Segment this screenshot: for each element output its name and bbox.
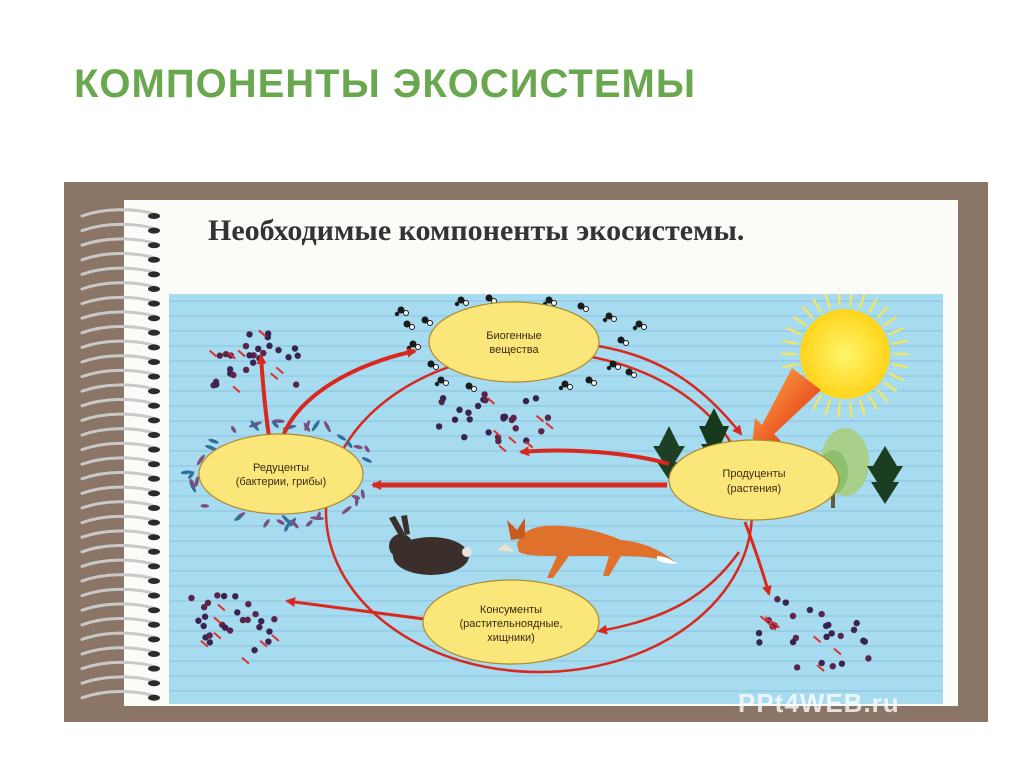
arrow-consumers-left	[285, 597, 425, 621]
arrow-producers-down	[743, 521, 772, 596]
node-decomposers: Редуценты (бактерии, грибы)	[198, 433, 364, 515]
watermark: PPt4WEB.ru	[738, 688, 900, 718]
molecule-icon	[394, 294, 647, 392]
rabbit-icon	[389, 515, 472, 575]
node-producers-line2: (растения)	[727, 483, 781, 495]
node-consumers-line2: (растительноядные,	[459, 618, 562, 630]
node-consumers-line1: Консументы	[480, 604, 542, 616]
node-consumers-line3: хищники)	[487, 632, 535, 644]
arrow-cycle-bottom-right	[597, 551, 741, 635]
ecosystem-diagram: Биогенные вещества Продуценты (растения)…	[169, 294, 943, 704]
node-producers-line1: Продуценты	[722, 468, 785, 480]
node-biogenic-line1: Биогенные	[486, 330, 542, 342]
node-decomposers-line2: (бактерии, грибы)	[236, 476, 326, 488]
fox-icon	[497, 518, 677, 578]
particle-clusters	[180, 329, 872, 672]
node-consumers: Консументы (растительноядные, хищники)	[422, 579, 600, 665]
arrow-decomposers-to-biogenic	[279, 347, 417, 445]
slide-title: КОМПОНЕНТЫ ЭКОСИСТЕМЫ	[74, 62, 696, 106]
notebook-heading: Необходимые компоненты экосистемы.	[208, 214, 745, 247]
node-biogenic: Биогенные вещества	[428, 301, 600, 383]
sunlight-arrow	[752, 368, 821, 446]
node-decomposers-line1: Редуценты	[253, 462, 309, 474]
arrow-producers-up	[519, 446, 670, 466]
arrow-decomposers-up	[256, 354, 271, 437]
spiral-binding	[80, 208, 160, 701]
node-producers: Продуценты (растения)	[668, 439, 840, 521]
node-biogenic-line2: вещества	[489, 344, 539, 356]
arrow-cycle-top	[597, 344, 743, 436]
